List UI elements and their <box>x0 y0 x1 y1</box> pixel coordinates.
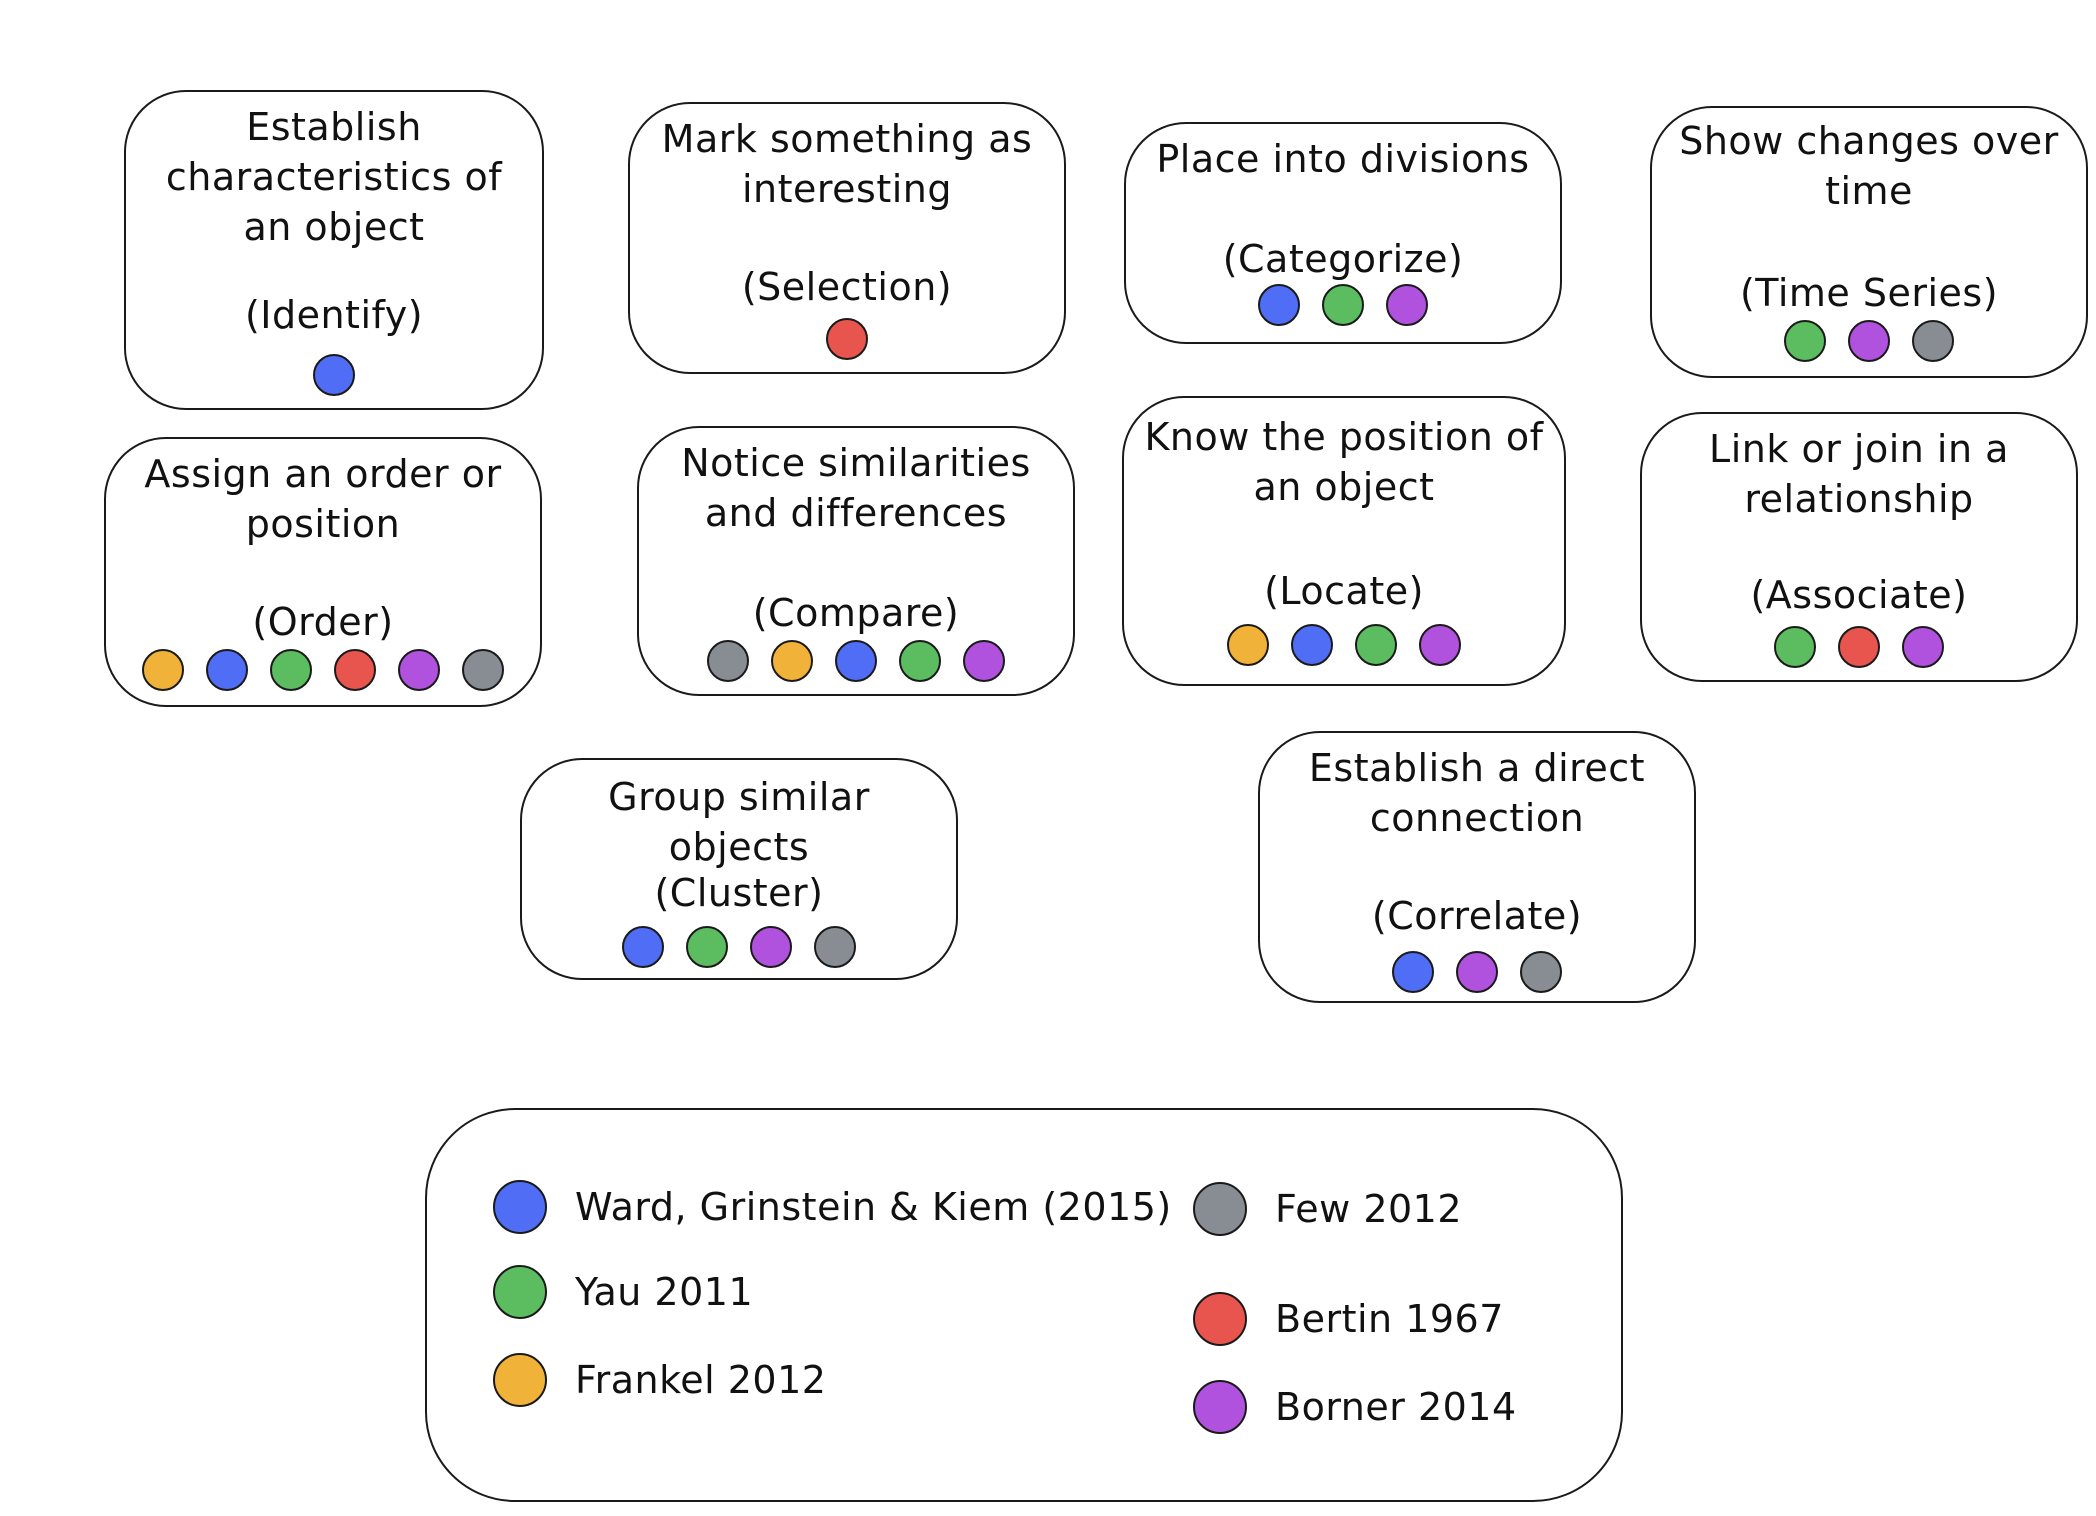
source-dot-orange <box>771 640 813 682</box>
source-dot-purple <box>750 926 792 968</box>
card-identify: Establish characteristics of an object (… <box>124 90 544 410</box>
legend: Ward, Grinstein & Kiem (2015) Yau 2011 F… <box>425 1108 1623 1502</box>
source-dot-blue <box>313 354 355 396</box>
source-dot-purple <box>398 649 440 691</box>
legend-label-yau: Yau 2011 <box>575 1270 754 1314</box>
source-dots <box>106 649 540 691</box>
card-description: Link or join in a relationship <box>1709 427 2009 521</box>
legend-label-borner: Borner 2014 <box>1275 1385 1517 1429</box>
source-dot-red <box>334 649 376 691</box>
card-task-label: (Compare) <box>752 591 960 635</box>
legend-dot-ward <box>493 1180 547 1234</box>
source-dot-purple <box>1419 624 1461 666</box>
source-dot-purple <box>1456 951 1498 993</box>
source-dots <box>630 318 1064 360</box>
source-dots <box>1652 320 2086 362</box>
source-dot-gray <box>462 649 504 691</box>
source-dot-green <box>1784 320 1826 362</box>
card-description: Group similar objects <box>608 775 870 869</box>
source-dot-blue <box>1258 284 1300 326</box>
card-description: Know the position of an object <box>1144 415 1544 509</box>
card-locate: Know the position of an object (Locate) <box>1122 396 1566 686</box>
card-task-label: (Selection) <box>741 265 953 309</box>
card-description: Establish characteristics of an object <box>165 105 503 249</box>
card-description: Establish a direct connection <box>1308 746 1646 840</box>
source-dot-blue <box>622 926 664 968</box>
card-task-label: (Identify) <box>244 293 424 337</box>
source-dot-green <box>686 926 728 968</box>
legend-dot-borner <box>1193 1380 1247 1434</box>
legend-item-borner: Borner 2014 <box>1193 1380 1517 1434</box>
source-dot-green <box>1322 284 1364 326</box>
card-description: Notice similarities and differences <box>681 441 1031 535</box>
source-dot-gray <box>814 926 856 968</box>
card-selection: Mark something as interesting (Selection… <box>628 102 1066 374</box>
card-associate: Link or join in a relationship (Associat… <box>1640 412 2078 682</box>
legend-label-frankel: Frankel 2012 <box>575 1358 827 1402</box>
card-categorize: Place into divisions (Categorize) <box>1124 122 1562 344</box>
card-task-label: (Time Series) <box>1739 271 1999 315</box>
card-task-label: (Locate) <box>1264 569 1424 613</box>
legend-dot-bertin <box>1193 1292 1247 1346</box>
source-dot-orange <box>142 649 184 691</box>
card-task-label: (Correlate) <box>1371 894 1583 938</box>
legend-item-bertin: Bertin 1967 <box>1193 1292 1504 1346</box>
source-dot-gray <box>1520 951 1562 993</box>
source-dot-blue <box>835 640 877 682</box>
legend-item-frankel: Frankel 2012 <box>493 1353 826 1407</box>
card-description: Place into divisions <box>1156 137 1530 181</box>
legend-label-ward: Ward, Grinstein & Kiem (2015) <box>575 1185 1172 1229</box>
source-dot-purple <box>1848 320 1890 362</box>
source-dot-purple <box>1386 284 1428 326</box>
source-dots <box>126 354 542 396</box>
source-dot-purple <box>963 640 1005 682</box>
source-dot-gray <box>707 640 749 682</box>
source-dot-orange <box>1227 624 1269 666</box>
legend-label-bertin: Bertin 1967 <box>1275 1297 1504 1341</box>
source-dots <box>1642 626 2076 668</box>
source-dots <box>1124 624 1564 666</box>
card-task-label: (Cluster) <box>654 871 824 915</box>
card-time-series: Show changes over time (Time Series) <box>1650 106 2088 378</box>
card-description: Mark something as interesting <box>661 117 1033 211</box>
legend-label-few: Few 2012 <box>1275 1187 1463 1231</box>
card-order: Assign an order or position (Order) <box>104 437 542 707</box>
card-task-label: (Categorize) <box>1222 237 1464 281</box>
card-description: Show changes over time <box>1679 119 2059 213</box>
legend-dot-few <box>1193 1182 1247 1236</box>
card-correlate: Establish a direct connection (Correlate… <box>1258 731 1696 1003</box>
source-dots <box>1126 284 1560 326</box>
card-task-label: (Order) <box>252 600 394 644</box>
source-dot-green <box>1355 624 1397 666</box>
source-dot-red <box>1838 626 1880 668</box>
legend-item-few: Few 2012 <box>1193 1182 1462 1236</box>
legend-dot-frankel <box>493 1353 547 1407</box>
source-dots <box>522 926 956 968</box>
legend-dot-yau <box>493 1265 547 1319</box>
source-dot-blue <box>1291 624 1333 666</box>
card-cluster: Group similar objects (Cluster) <box>520 758 958 980</box>
card-task-label: (Associate) <box>1750 573 1968 617</box>
source-dot-green <box>899 640 941 682</box>
card-description: Assign an order or position <box>144 452 502 546</box>
source-dot-blue <box>206 649 248 691</box>
source-dot-gray <box>1912 320 1954 362</box>
source-dot-blue <box>1392 951 1434 993</box>
source-dots <box>639 640 1073 682</box>
source-dots <box>1260 951 1694 993</box>
source-dot-purple <box>1902 626 1944 668</box>
card-compare: Notice similarities and differences (Com… <box>637 426 1075 696</box>
source-dot-green <box>1774 626 1816 668</box>
source-dot-red <box>826 318 868 360</box>
source-dot-green <box>270 649 312 691</box>
legend-item-ward: Ward, Grinstein & Kiem (2015) <box>493 1180 1172 1234</box>
legend-item-yau: Yau 2011 <box>493 1265 753 1319</box>
